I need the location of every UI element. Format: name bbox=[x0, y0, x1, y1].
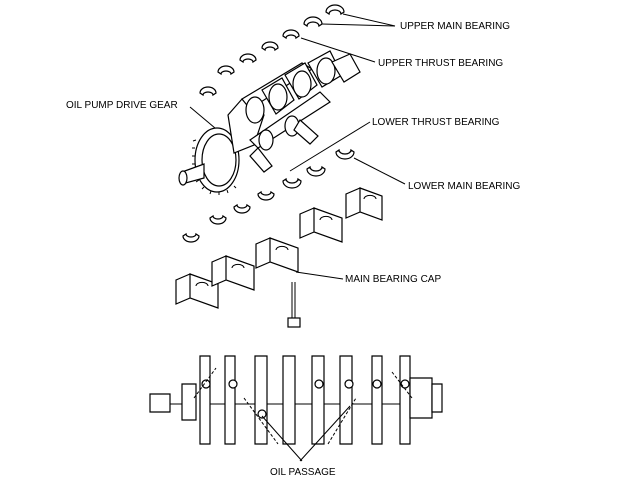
label-main-bearing-cap: MAIN BEARING CAP bbox=[345, 274, 441, 285]
label-upper-thrust-bearing: UPPER THRUST BEARING bbox=[378, 58, 503, 69]
lower-bearing-shells bbox=[182, 148, 355, 243]
label-lower-thrust-bearing: LOWER THRUST BEARING bbox=[372, 117, 500, 128]
label-upper-main-bearing: UPPER MAIN BEARING bbox=[400, 21, 510, 32]
label-oil-pump-drive-gear: OIL PUMP DRIVE GEAR bbox=[66, 100, 178, 111]
main-bearing-caps bbox=[175, 187, 383, 309]
crankshaft-isometric bbox=[178, 50, 361, 195]
upper-main-bearing-shells bbox=[199, 4, 345, 97]
leader-lines bbox=[189, 13, 406, 462]
label-lower-main-bearing: LOWER MAIN BEARING bbox=[408, 181, 520, 192]
crankshaft-side-view bbox=[149, 355, 443, 445]
label-oil-passage: OIL PASSAGE bbox=[270, 467, 336, 478]
bearing-cap-bolt bbox=[287, 282, 301, 328]
